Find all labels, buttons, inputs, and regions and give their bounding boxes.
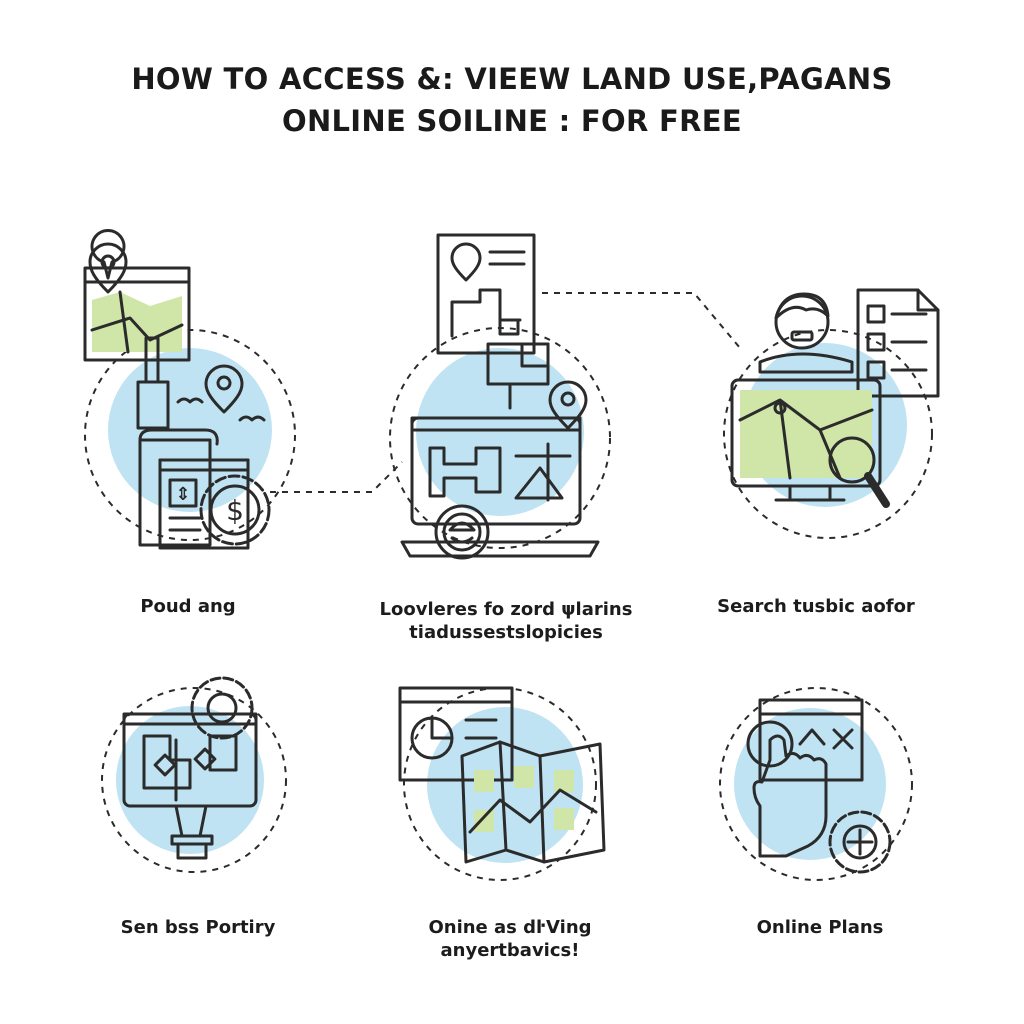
monitor-plan-icon [122,712,258,860]
step-5-illustration [398,686,606,881]
scroll-document-icon [138,428,219,547]
document-symbol: ⇕ [175,484,190,505]
step-6-dashed-ring [719,687,913,881]
step-4-illustration [101,676,287,873]
location-pin-icon [88,229,128,294]
browser-window-icon [758,698,864,782]
step-3-dashed-ring [723,329,933,539]
step-2-label-line-1: Loovleres fo zord ψlarins [379,599,633,620]
gear-settings-icon [828,810,892,874]
step-5-label: Onine as dŀVing anyertbavics! [360,916,660,962]
floor-plan-blocks-icon [486,342,550,410]
gear-icon [190,676,254,740]
hand-pointer-icon [746,720,828,858]
step-6-illustration [719,687,913,881]
step-5-label-line-2: anyertbavics! [440,940,580,961]
step-2-label-line-2: tiadussestslopicies [409,622,603,643]
folded-map-icon [460,740,606,864]
dollar-symbol: $ [226,494,244,527]
magnifier-icon [828,436,890,508]
step-2-label: Loovleres fo zord ψlarins tiadussestslop… [356,598,656,644]
birds-icon [176,397,266,422]
connector-line-1 [270,461,403,493]
step-3-illustration [723,288,940,539]
step-5-dashed-ring [403,687,597,881]
dollar-gear-icon: $ [199,474,271,546]
user-badge-icon [434,504,490,560]
step-3-label: Search tusbic aofor [717,596,915,617]
document-card-icon: ⇕ [158,458,250,550]
step-4-dashed-ring [101,687,287,873]
connector-line-2 [542,292,741,349]
step-6-label: Online Plans [756,917,884,938]
map-pin-green-icon [548,380,588,430]
orange-pin-icon [204,364,244,414]
desktop-monitor-icon [400,416,600,558]
page-title-line-1: HOW TO ACCESS &: VIEEW LAND USE,PAGANS [131,62,893,96]
browser-chart-window-icon [398,686,514,782]
person-avatar-icon [758,292,854,374]
page-title-line-2: ONLINE SOILINE : FOR FREE [282,104,742,138]
step-2-blue-disc [416,348,584,516]
step-2-illustration [389,233,611,560]
step-1-illustration: ⇕ $ [83,229,296,550]
map-card-icon [83,266,191,362]
chimney-icon [136,336,170,430]
map-monitor-icon [730,378,882,502]
step-1-label: Poud ang [140,596,236,617]
checklist-document-icon [856,288,940,398]
step-5-label-line-1: Onine as dŀVing [428,917,592,938]
plan-document-icon [436,233,536,355]
step-4-label: Sen bss Portiry [120,917,276,938]
